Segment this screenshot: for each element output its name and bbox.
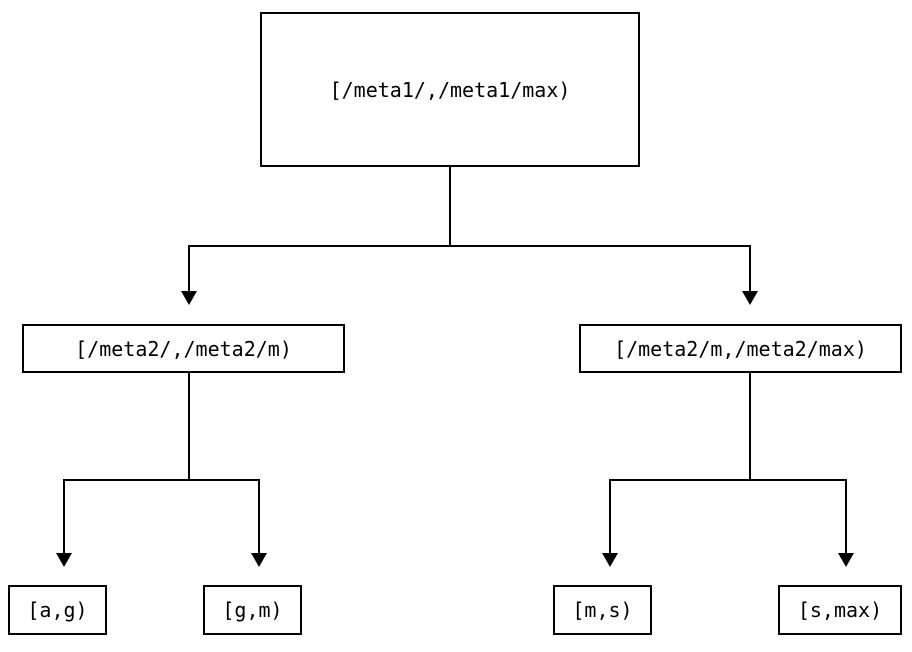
- node-root[interactable]: [/meta1/,/meta1/max): [260, 12, 640, 167]
- edge-mid-right-stem: [749, 373, 751, 481]
- node-leaf-1[interactable]: [a,g): [8, 585, 107, 635]
- node-mid-left[interactable]: [/meta2/,/meta2/m): [22, 324, 345, 373]
- node-leaf-4-label: [s,max): [797, 598, 883, 622]
- node-mid-right-label: [/meta2/m,/meta2/max): [614, 336, 867, 361]
- arrowhead-mid-left-to-leaf1: [56, 553, 72, 567]
- arrowhead-root-to-mid-right: [742, 291, 758, 305]
- edge-mid-right-to-leaf4-drop: [845, 479, 847, 553]
- node-leaf-1-label: [a,g): [27, 598, 88, 622]
- node-leaf-2-label: [g,m): [222, 598, 283, 622]
- arrowhead-mid-right-to-leaf3: [602, 553, 618, 567]
- edge-root-to-mid-right-drop: [749, 245, 751, 291]
- edge-mid-left-to-leaf2-drop: [258, 479, 260, 553]
- arrowhead-mid-left-to-leaf2: [251, 553, 267, 567]
- edge-root-stem: [449, 167, 451, 246]
- node-leaf-2[interactable]: [g,m): [203, 585, 302, 635]
- edge-mid-left-stem: [188, 373, 190, 481]
- edge-mid-left-crossbar: [63, 479, 260, 481]
- edge-root-crossbar: [188, 245, 751, 247]
- arrowhead-mid-right-to-leaf4: [838, 553, 854, 567]
- node-leaf-4[interactable]: [s,max): [778, 585, 902, 635]
- node-mid-left-label: [/meta2/,/meta2/m): [75, 336, 292, 361]
- edge-mid-left-to-leaf1-drop: [63, 479, 65, 553]
- arrowhead-root-to-mid-left: [181, 291, 197, 305]
- node-leaf-3-label: [m,s): [572, 598, 633, 622]
- edge-root-to-mid-left-drop: [188, 245, 190, 291]
- edge-mid-right-to-leaf3-drop: [609, 479, 611, 553]
- node-leaf-3[interactable]: [m,s): [553, 585, 652, 635]
- node-root-label: [/meta1/,/meta1/max): [329, 77, 571, 102]
- edge-mid-right-crossbar: [609, 479, 847, 481]
- node-mid-right[interactable]: [/meta2/m,/meta2/max): [579, 324, 902, 373]
